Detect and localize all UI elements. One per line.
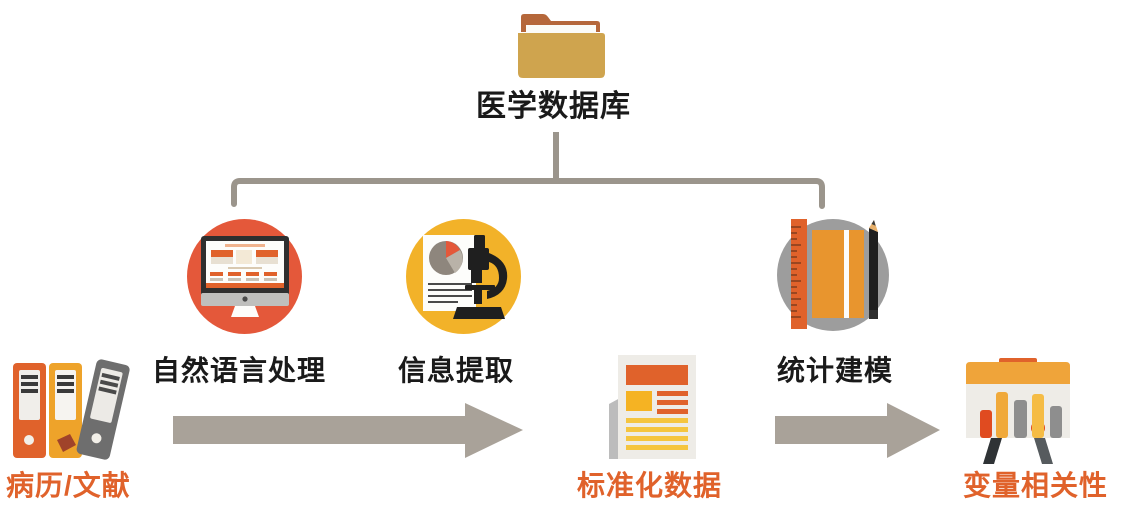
arrow-data-to-correlation (775, 403, 940, 458)
pipeline-medical-records-label: 病历/文献 (6, 470, 131, 501)
pipeline-variable-correlation-label: 变量相关性 (963, 470, 1109, 501)
page-title: 医学数据库 (476, 90, 631, 123)
step-statistical-modeling-label: 统计建模 (777, 355, 894, 386)
step-nlp-label: 自然语言处理 (152, 355, 327, 386)
folder-icon (505, 8, 615, 86)
ruler-book-pencil-icon (781, 214, 893, 336)
tree-bracket-connector (225, 132, 831, 214)
document-newspaper-icon (603, 352, 701, 462)
binders-icon (10, 358, 130, 466)
bar-chart-easel-icon (958, 358, 1078, 466)
microscope-icon (419, 229, 515, 325)
pipeline-standardized-data-label: 标准化数据 (577, 470, 723, 501)
step-information-extraction-label: 信息提取 (398, 355, 515, 386)
arrow-records-to-data (173, 403, 523, 458)
computer-monitor-icon (199, 236, 291, 318)
